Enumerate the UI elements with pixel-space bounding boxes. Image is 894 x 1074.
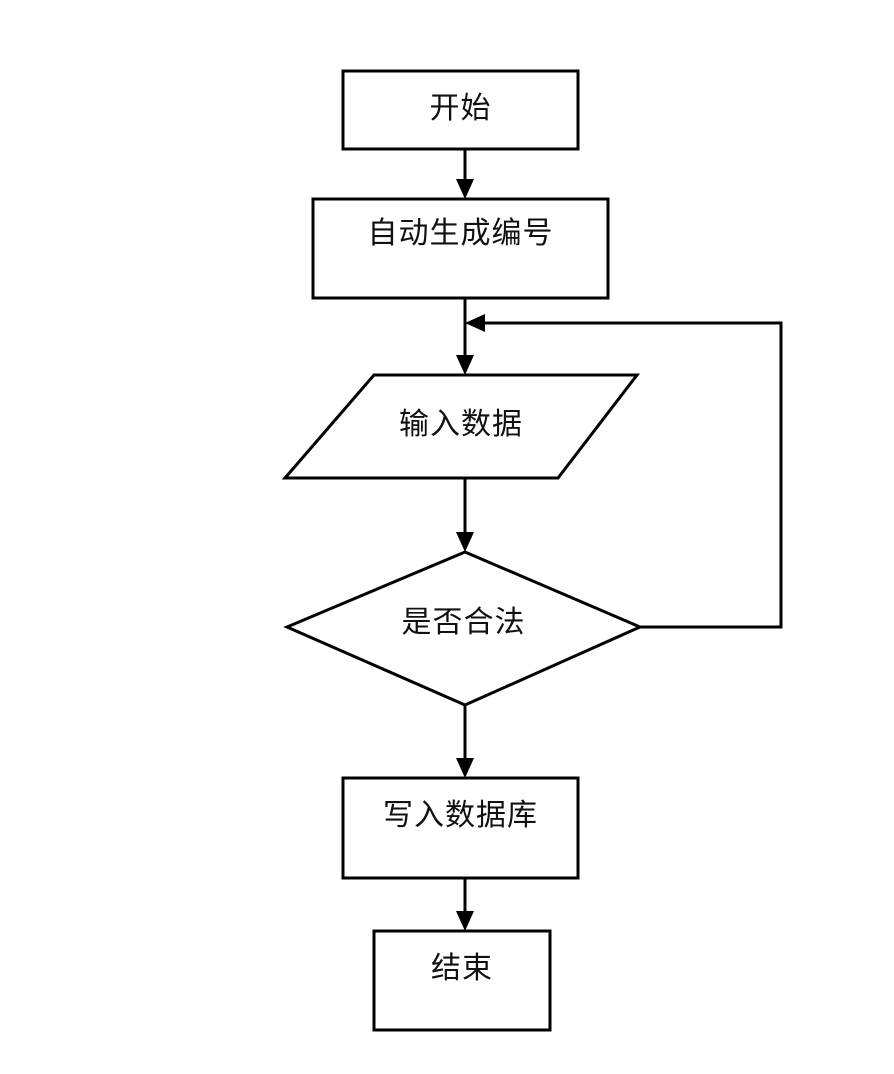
node-end-shape[interactable] xyxy=(372,929,552,1032)
edge-input-data-to-is-valid xyxy=(456,478,474,552)
node-write-db-shape[interactable] xyxy=(341,776,580,880)
edge-is-valid-feedback-loop xyxy=(465,314,783,629)
node-input-data-shape[interactable] xyxy=(281,373,641,480)
node-start-shape[interactable] xyxy=(341,69,580,151)
edge-write-db-to-end xyxy=(456,878,474,931)
edge-is-valid-to-write-db xyxy=(456,705,474,778)
node-is-valid-shape[interactable] xyxy=(283,550,644,707)
edge-auto-number-to-input-data xyxy=(456,298,474,375)
node-auto-number-shape[interactable] xyxy=(311,197,610,300)
edge-start-to-auto-number xyxy=(456,149,474,199)
